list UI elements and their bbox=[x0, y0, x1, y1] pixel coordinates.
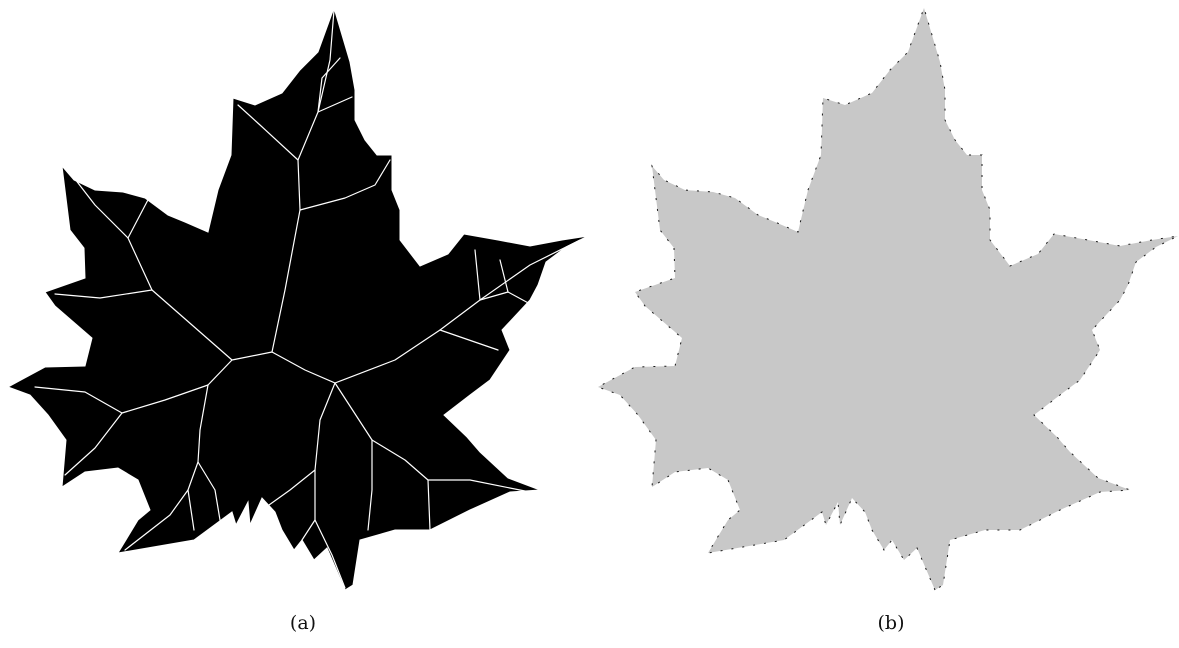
leaf-with-skeleton-image bbox=[0, 0, 590, 600]
leaf-silhouette bbox=[8, 8, 588, 590]
leaf-silhouette-filled bbox=[598, 8, 1178, 590]
panel-b-filled-leaf: (b) bbox=[590, 0, 1179, 648]
panel-a-caption: (a) bbox=[243, 612, 363, 634]
panel-a-skeleton-leaf: (a) bbox=[0, 0, 590, 648]
leaf-filled-image bbox=[590, 0, 1179, 600]
panel-b-caption: (b) bbox=[831, 612, 951, 634]
